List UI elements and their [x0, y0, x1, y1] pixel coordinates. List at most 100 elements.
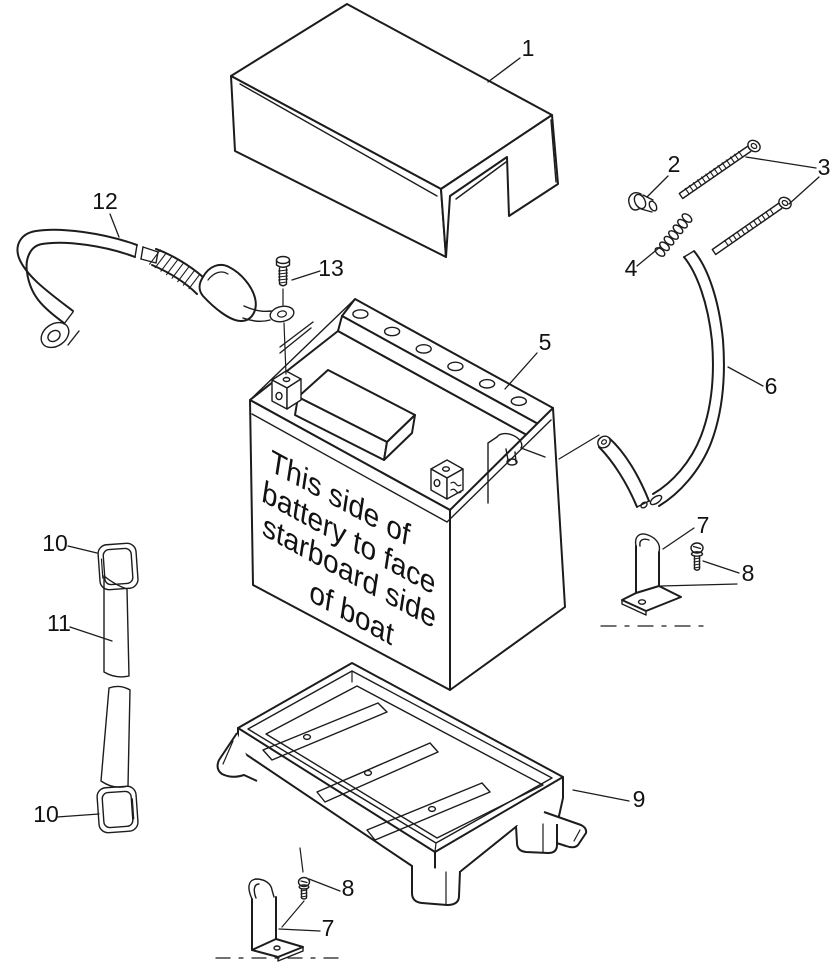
cell-cap: [415, 343, 432, 354]
callout-7-bottom: 7: [322, 915, 335, 941]
tray-rim-inner: [247, 670, 553, 844]
boot-neck: [242, 305, 272, 323]
terminal-bolt: [275, 255, 291, 287]
callout-1: 1: [522, 35, 535, 61]
spring-coil: [668, 230, 679, 240]
battery-right-face: [449, 407, 566, 691]
hook-outer: [97, 542, 139, 591]
leader-3b: [788, 176, 820, 205]
cap-body: [640, 194, 654, 213]
battery-terminal-left: [271, 370, 302, 410]
callout-10-top: 10: [42, 530, 68, 556]
leader-4: [636, 246, 661, 267]
bracket-base: [621, 585, 682, 612]
hook-band-end: [100, 558, 104, 579]
screw-slot: [300, 880, 308, 884]
bolt-head-top: [781, 199, 789, 207]
wing-bolt-lower: [711, 196, 792, 256]
hook-outer: [96, 785, 139, 834]
bolt-threads: [684, 150, 743, 195]
spring-coil: [659, 241, 670, 252]
leader-9: [572, 789, 630, 802]
tube-inner: [652, 256, 714, 495]
bolt-shank: [678, 145, 752, 200]
tube-outer: [658, 250, 725, 507]
hook-inner: [101, 790, 134, 829]
battery-plateau: [294, 369, 416, 461]
bolt-head: [778, 196, 792, 210]
battery-tray: [216, 662, 588, 906]
cell-cap: [510, 396, 527, 407]
leader-8-right-a: [702, 560, 740, 574]
battery-vent-recess: [487, 432, 546, 504]
spring-coil: [677, 218, 688, 229]
battery: This side of battery to face starboard s…: [249, 298, 566, 691]
wing-bolt-upper: [678, 139, 761, 200]
callout-labels: 1 2 3 4 5 6 7 8 9 10 11 10 12 13 7 8: [33, 35, 830, 941]
leader-11: [69, 626, 113, 642]
elbow-fitting: [640, 501, 648, 509]
battery-lip-lines: [251, 413, 552, 523]
bracket-strip: [635, 545, 660, 594]
terminal-side-hole: [433, 478, 441, 488]
tray-left-wing-inner: [222, 740, 234, 765]
callout-8-bottom: 8: [342, 875, 355, 901]
terminal-top-hole: [441, 466, 451, 472]
cell-cap: [352, 309, 369, 319]
bracket-hole: [637, 599, 647, 605]
rib-2-hole: [363, 769, 373, 777]
tube-end-top: [683, 250, 695, 258]
leader-6: [727, 366, 764, 387]
callout-4: 4: [625, 255, 638, 281]
cable-lug: [63, 311, 80, 346]
cable-end-ring-hole: [276, 310, 288, 318]
tube-end-cap: [649, 494, 663, 506]
screw-flange: [690, 551, 704, 557]
screw-bottom: [281, 847, 311, 928]
screw-threads: [300, 889, 308, 898]
rib-3: [366, 782, 491, 841]
terminal-boot: [198, 263, 257, 322]
vent-tube: [649, 250, 725, 507]
tray-floor: [265, 685, 544, 839]
callout-2: 2: [668, 151, 681, 177]
vent-spigot-end: [506, 458, 518, 466]
callout-13: 13: [318, 255, 344, 281]
cable-end-ring: [269, 305, 295, 323]
elbow-outer: [608, 437, 650, 502]
cap-end: [648, 200, 658, 212]
callout-7-right: 7: [697, 512, 710, 538]
spring-coil: [681, 213, 693, 223]
cable-ring-hole: [47, 329, 61, 343]
bolt-threads: [277, 269, 289, 284]
terminal-right-face: [286, 378, 302, 410]
battery-terminal-right: [430, 459, 464, 500]
bolt-projection-line: [282, 288, 287, 375]
bracket-base-thickness: [621, 599, 647, 616]
callout-11: 11: [47, 610, 71, 636]
bracket-curl: [248, 878, 275, 900]
hold-down-strap: [96, 542, 139, 834]
screw-projection-line: [281, 847, 305, 928]
leader-2: [646, 175, 669, 198]
leader-7-bottom: [278, 928, 321, 932]
sleeve-upper-edge: [155, 248, 204, 278]
vent-elbow: [597, 435, 650, 509]
rib-2: [316, 742, 439, 803]
leader-12: [109, 213, 120, 238]
strap-lower-band: [100, 685, 131, 788]
leader-7-right: [662, 527, 695, 550]
leader-8-bottom: [308, 878, 341, 892]
rib-1-hole: [302, 733, 312, 741]
leader-3a: [745, 156, 817, 169]
callout-9: 9: [633, 786, 646, 812]
screw-threads: [693, 557, 701, 569]
tray-right-foot: [515, 824, 558, 854]
boot-fold: [207, 271, 229, 281]
leader-13: [291, 270, 321, 281]
spring-coil: [663, 235, 675, 246]
tray-ribs: [262, 702, 491, 841]
spring-coil: [672, 224, 684, 235]
terminal-right-face: [446, 468, 464, 500]
